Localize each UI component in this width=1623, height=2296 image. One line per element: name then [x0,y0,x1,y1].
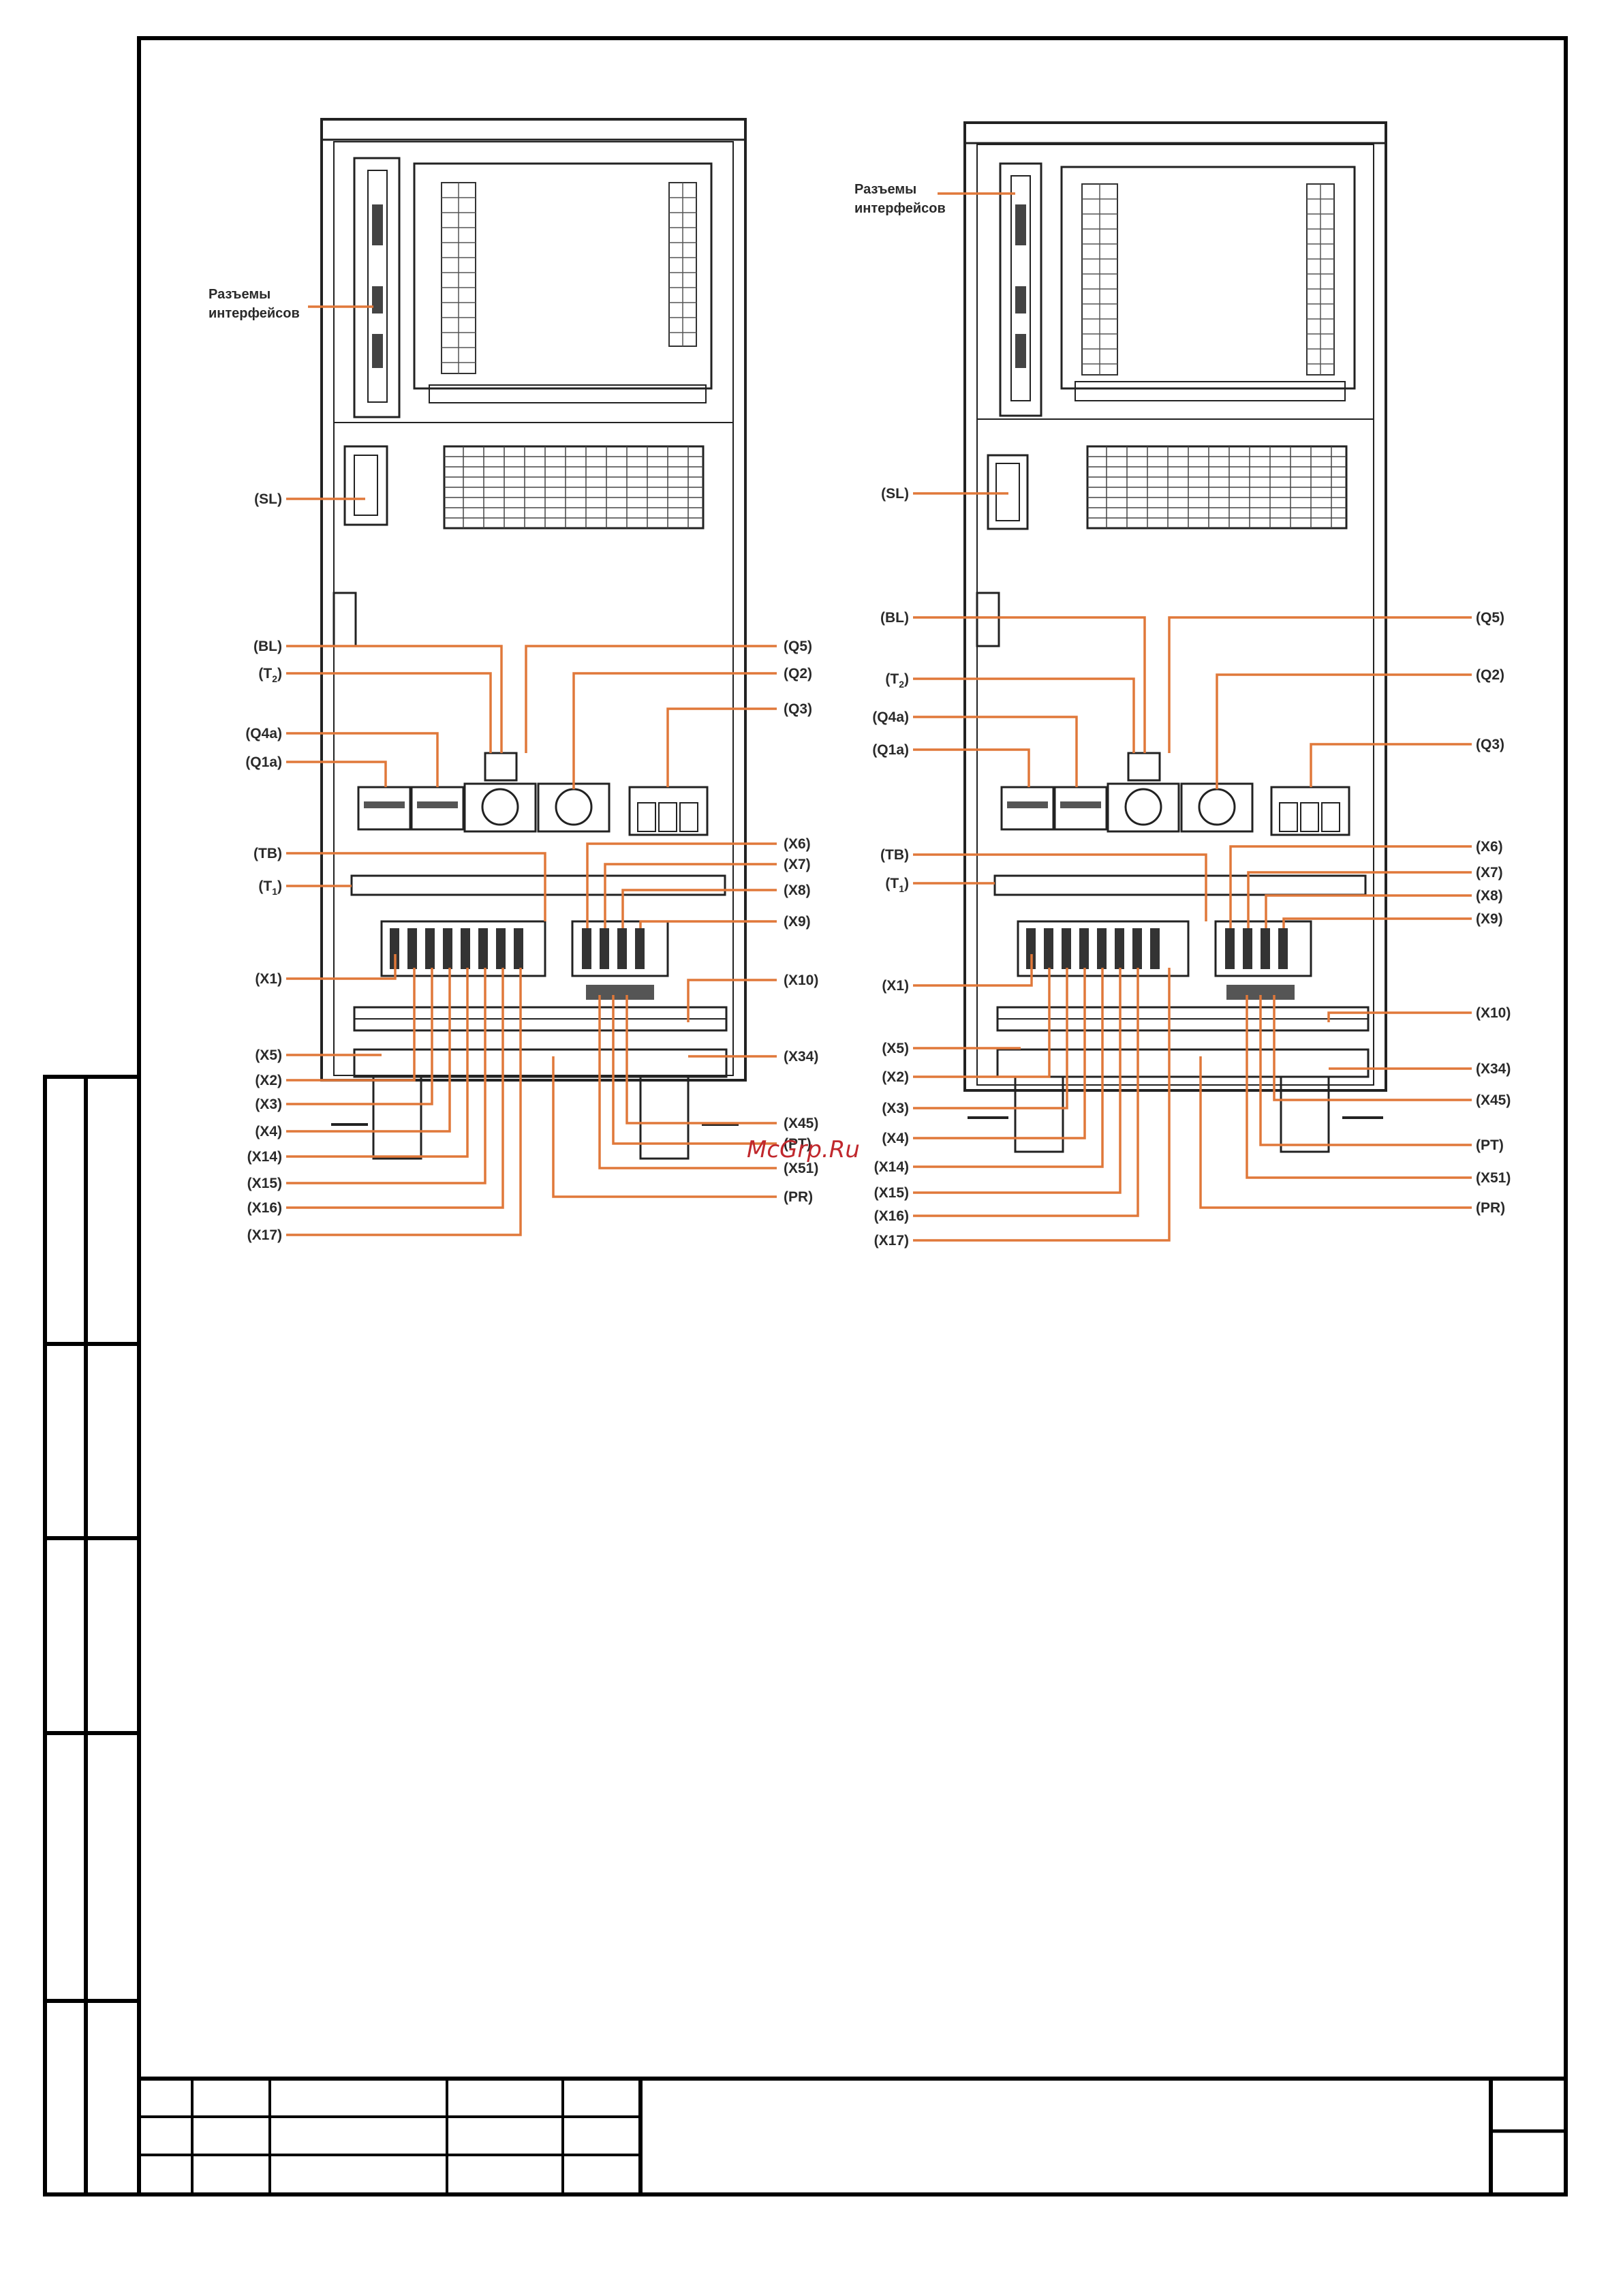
left-label-t1: (T1) [258,878,282,897]
right-label-x4: (X4) [882,1131,909,1146]
left-leader-lines [286,305,777,1236]
left-label-x3: (X3) [255,1097,282,1112]
left-label-tb: (TB) [253,846,282,861]
right-label-x8: (X8) [1476,888,1503,904]
right-cabinet [963,121,1387,1153]
left-label-x10: (X10) [784,973,818,988]
left-label-q3: (Q3) [784,701,812,717]
left-label-x17: (X17) [247,1227,282,1243]
right-label-x34: (X34) [1476,1061,1511,1077]
right-label-x1: (X1) [882,978,909,994]
right-callout-labels: Разъемы интерфейсов (SL) (BL) (T2) (Q4a)… [854,182,1511,1249]
left-label-x9: (X9) [784,914,811,930]
left-label-x15: (X15) [247,1176,282,1191]
left-label-x45: (X45) [784,1116,818,1131]
left-label-t2: (T2) [258,666,282,684]
left-label-q2: (Q2) [784,666,812,682]
right-label-pt: (PT) [1476,1137,1504,1153]
left-interface-label-1: Разъемы [208,287,270,302]
left-interface-label-2: интерфейсов [208,306,300,321]
right-label-pr: (PR) [1476,1200,1505,1216]
watermark: McGrp.Ru [747,1136,860,1163]
right-leader-lines [913,192,1472,1242]
right-label-q1a: (Q1a) [872,742,909,758]
left-label-q1a: (Q1a) [245,754,282,770]
left-label-x6: (X6) [784,836,811,852]
left-label-x5: (X5) [255,1047,282,1063]
left-label-x8: (X8) [784,883,811,898]
right-label-x5: (X5) [882,1041,909,1056]
right-interface-label-2: интерфейсов [854,201,946,216]
right-label-x3: (X3) [882,1101,909,1116]
left-label-pr: (PR) [784,1189,813,1205]
right-label-t2: (T2) [885,671,909,690]
left-label-bl: (BL) [253,639,282,654]
drawing-frame [43,36,1568,2196]
left-label-q4a: (Q4a) [245,726,282,741]
right-label-x7: (X7) [1476,865,1503,881]
left-callout-labels: Разъемы интерфейсов (SL) (BL) (T2) (Q4a)… [208,287,818,1243]
right-label-x45: (X45) [1476,1092,1511,1108]
left-label-q5: (Q5) [784,639,812,654]
right-label-x16: (X16) [874,1208,909,1224]
left-label-pt: (PT) [784,1136,812,1152]
left-label-sl: (SL) [254,491,282,507]
left-label-x4: (X4) [255,1124,282,1139]
right-label-q4a: (Q4a) [872,709,909,725]
right-label-t1: (T1) [885,876,909,894]
right-label-q3: (Q3) [1476,737,1504,752]
left-label-x51: (X51) [784,1161,818,1176]
right-label-q2: (Q2) [1476,667,1504,683]
right-label-x10: (X10) [1476,1005,1511,1021]
right-label-x2: (X2) [882,1069,909,1085]
left-label-x2: (X2) [255,1073,282,1088]
right-label-x17: (X17) [874,1233,909,1249]
right-label-sl: (SL) [881,486,909,502]
left-label-x34: (X34) [784,1049,818,1065]
right-label-tb: (TB) [880,847,909,863]
left-label-x16: (X16) [247,1200,282,1216]
right-label-x15: (X15) [874,1185,909,1201]
right-label-q5: (Q5) [1476,610,1504,626]
left-label-x1: (X1) [255,971,282,987]
right-label-x9: (X9) [1476,911,1503,927]
right-label-bl: (BL) [880,610,909,626]
left-label-x14: (X14) [247,1149,282,1165]
left-label-x7: (X7) [784,857,811,872]
right-interface-label-1: Разъемы [854,182,916,197]
right-label-x6: (X6) [1476,839,1503,855]
left-cabinet [320,118,747,1160]
right-label-x51: (X51) [1476,1170,1511,1186]
right-label-x14: (X14) [874,1159,909,1175]
